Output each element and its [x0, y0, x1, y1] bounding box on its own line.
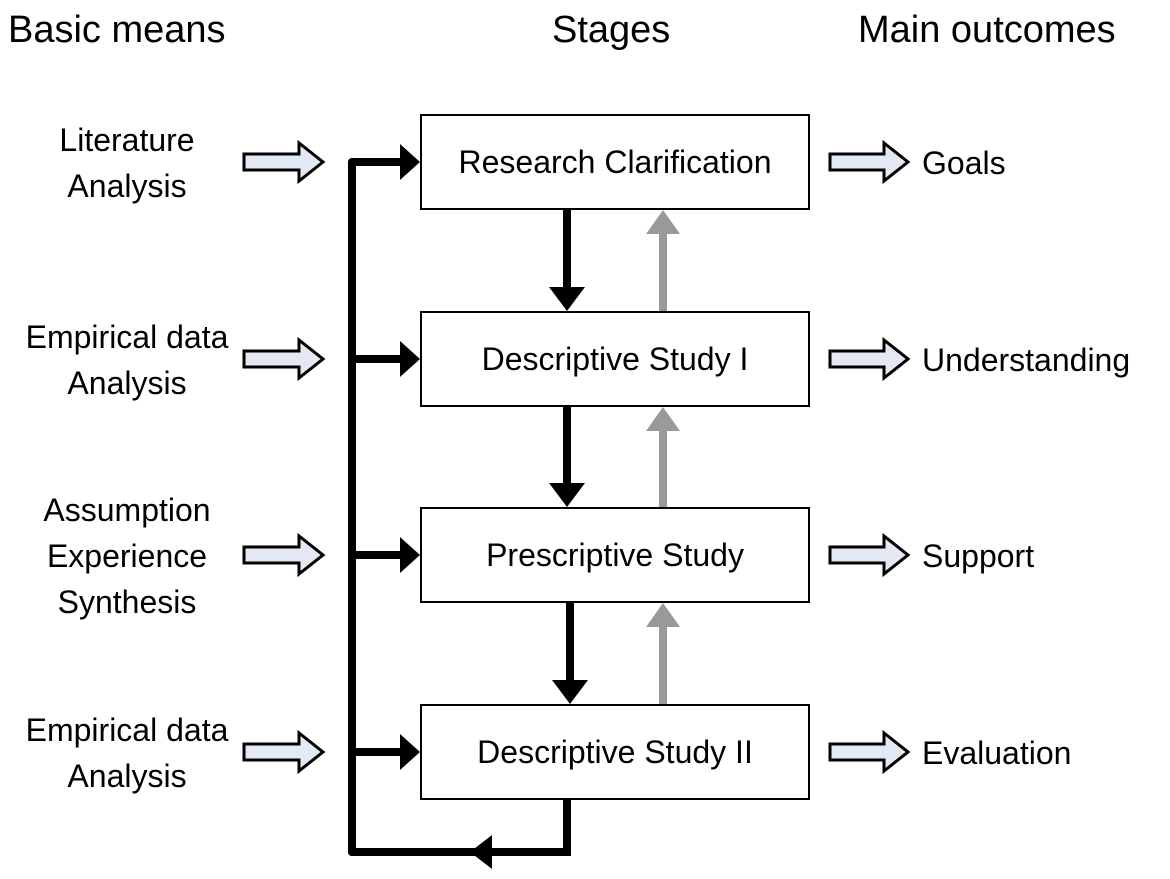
stage-label: Prescriptive Study	[486, 536, 744, 573]
stages-header: Stages	[552, 9, 671, 51]
means-literature-analysis: Literature Analysis	[2, 117, 252, 209]
basic-means-header: Basic means	[8, 9, 226, 51]
stage-prescriptive-study: Prescriptive Study	[420, 507, 810, 603]
outcome-evaluation: Evaluation	[922, 735, 1072, 771]
means-input-arrow	[242, 336, 326, 382]
outcome-understanding: Understanding	[922, 342, 1131, 378]
outcome-support: Support	[922, 538, 1035, 574]
means-input-arrow	[242, 532, 326, 578]
stage-down-arrowhead	[549, 483, 585, 507]
means-line: Assumption	[43, 492, 211, 528]
stage-up-arrowhead	[646, 407, 680, 431]
outcome-arrow	[828, 139, 911, 185]
stage-up-arrowhead	[646, 210, 680, 234]
means-assumption-experience-synthesis: Assumption Experience Synthesis	[2, 487, 252, 625]
means-line: Synthesis	[57, 584, 197, 620]
stage-input-arrowhead	[400, 537, 420, 573]
means-line: Analysis	[67, 365, 187, 401]
stage-input-arrowhead	[400, 144, 420, 180]
stage-input-arrowhead	[400, 734, 420, 770]
stage-input-arrowhead	[400, 341, 420, 377]
feedback-loop-arrowhead	[470, 835, 492, 869]
means-line: Empirical data	[25, 319, 229, 355]
stage-descriptive-study-1: Descriptive Study I	[420, 311, 810, 407]
means-input-arrow	[242, 139, 326, 185]
means-line: Analysis	[67, 758, 187, 794]
stage-descriptive-study-2: Descriptive Study II	[420, 704, 810, 800]
stage-label: Research Clarification	[458, 143, 772, 180]
outcome-arrow	[828, 532, 911, 578]
stage-research-clarification: Research Clarification	[420, 114, 810, 210]
stage-label: Descriptive Study II	[477, 733, 753, 770]
main-outcomes-header: Main outcomes	[858, 9, 1116, 51]
means-empirical-data-analysis-2: Empirical data Analysis	[2, 707, 252, 799]
stage-down-arrowhead	[549, 287, 585, 311]
feedback-loop-bottom-line	[488, 800, 571, 856]
stage-down-arrowhead	[552, 680, 588, 704]
outcome-arrow	[828, 729, 911, 775]
means-line: Empirical data	[25, 712, 229, 748]
means-line: Literature	[59, 122, 195, 158]
stage-label: Descriptive Study I	[481, 340, 749, 377]
means-line: Experience	[46, 538, 208, 574]
outcome-arrow	[828, 336, 911, 382]
outcome-goals: Goals	[922, 145, 1006, 181]
means-empirical-data-analysis-1: Empirical data Analysis	[2, 314, 252, 406]
means-input-arrow	[242, 729, 326, 775]
means-line: Analysis	[67, 168, 187, 204]
stage-up-arrowhead	[646, 603, 680, 627]
